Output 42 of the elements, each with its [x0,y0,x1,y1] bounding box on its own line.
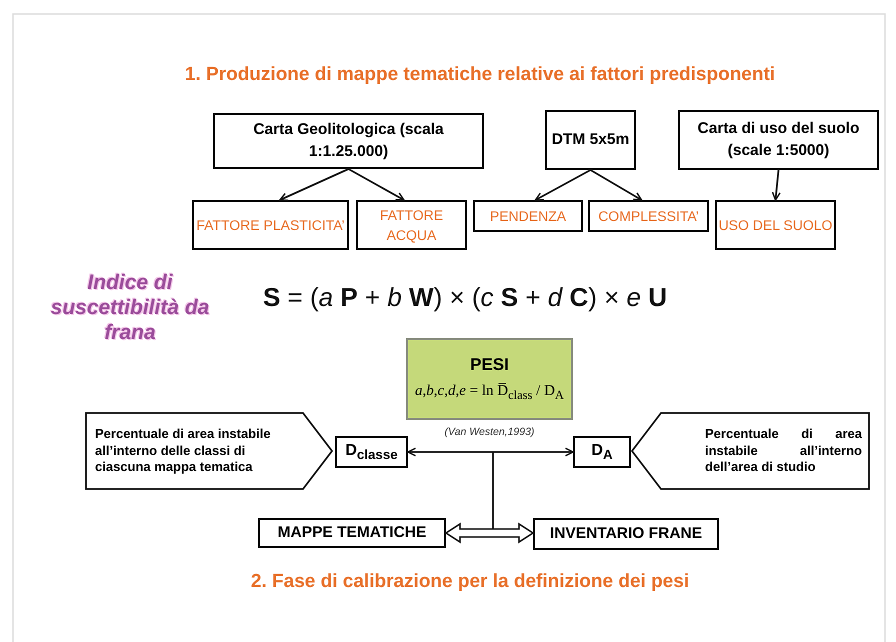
variable-label: D$_{A}$ [591,442,613,462]
weights-box [406,338,573,420]
box-label: Carta di uso del suolo (scale 1:5000) [696,119,860,161]
callout-text: Percentuale di area instabile all’interno delle classi di ciascuna mappa tematica [94,426,272,476]
process-box [678,110,879,170]
callout [85,412,333,490]
arrow [279,168,349,202]
box-label: MAPPE TEMATICHE [278,523,426,544]
hollow-double-arrow [444,522,534,544]
arrow [407,448,574,456]
factor-box [192,200,349,250]
index-label: Indice di suscettibilità da frana [50,270,210,346]
box-label: DTM 5x5m [552,130,630,150]
variable-box [335,436,408,468]
process-box [545,110,636,170]
caption: 2. Fase di calibrazione per la definizione dei pesi [250,571,690,593]
box-label: Carta Geolitologica (scala 1:1.25.000) [252,120,445,162]
weight-formula: a,b,c,d,e = ln D̅$_{class}$ / D$_{A}$ [415,383,564,403]
factor-label: FATTORE PLASTICITA’ [196,216,345,235]
factor-box [473,200,583,232]
arrow [534,169,591,201]
factor-box [715,200,836,250]
arrow [772,170,781,201]
arrow [348,168,405,201]
process-box [213,113,484,169]
factor-label: PENDENZA [490,206,566,226]
factor-label: FATTORE ACQUA [378,206,444,245]
variable-box [573,436,631,468]
box-heading: PESI [470,355,509,375]
callout [631,412,870,490]
arrow [590,169,642,201]
box-label: INVENTARIO FRANE [550,524,702,544]
factor-box [588,200,709,232]
callout-text: Percentuale di area instabile all’interno dell’area di studio [704,426,863,476]
factor-box [356,200,467,250]
factor-label: USO DEL SUOLO [718,216,832,235]
citation-note: (Van Westen,1993) [444,426,536,438]
variable-label: D$_{classe}$ [345,442,398,462]
process-box [533,518,719,550]
process-box [258,518,446,548]
factor-label: COMPLESSITA’ [598,206,699,226]
title: 1. Produzione di mappe tematiche relative ai fattori predisponenti [184,64,776,86]
